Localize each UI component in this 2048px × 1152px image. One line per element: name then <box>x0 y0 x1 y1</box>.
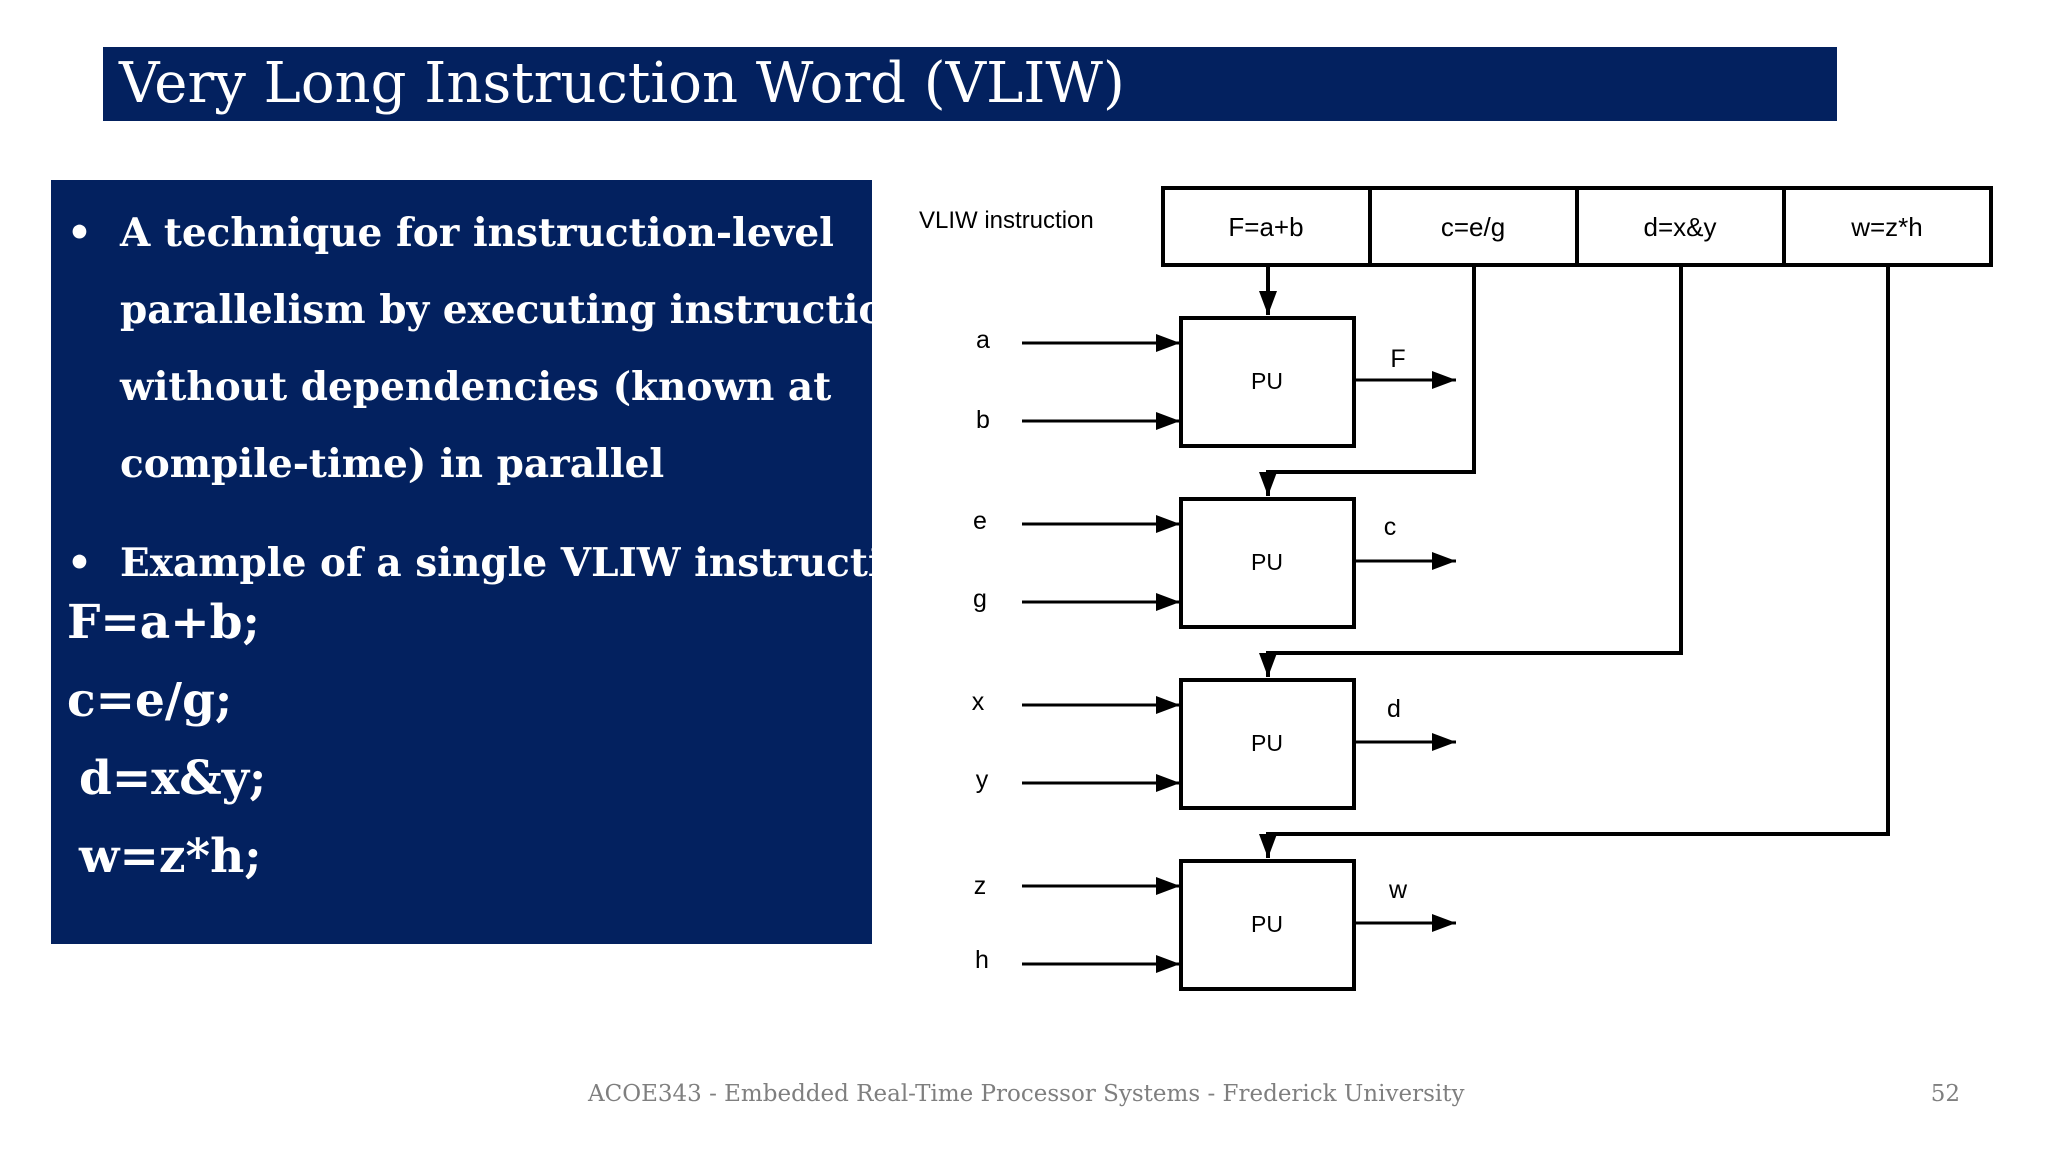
example-3: d=x&y; <box>79 751 267 806</box>
output-label: w <box>1388 876 1408 904</box>
connector-field-3 <box>1259 265 1683 677</box>
slide-title: Very Long Instruction Word (VLIW) <box>119 51 1125 116</box>
field-3: d=x&y <box>1644 212 1717 242</box>
pu-label: PU <box>1251 549 1283 575</box>
pu-box <box>1179 316 1356 448</box>
bullet-1-line-1: A technique for instruction-level <box>120 210 834 256</box>
page-number: 52 <box>1930 1081 1960 1107</box>
processing-unit-3: PU x y d <box>972 678 1456 810</box>
field-2: c=e/g <box>1441 212 1505 242</box>
instruction-fields: F=a+b c=e/g d=x&y w=z*h <box>1161 186 1993 267</box>
example-1: F=a+b; <box>67 595 260 650</box>
input-label: e <box>973 507 987 535</box>
pu-label: PU <box>1251 911 1283 937</box>
field-4: w=z*h <box>1850 212 1923 242</box>
input-label: z <box>974 872 987 900</box>
pu-label: PU <box>1251 368 1283 394</box>
title-bar: Very Long Instruction Word (VLIW) <box>103 47 1837 121</box>
pu-box <box>1179 678 1356 810</box>
bullet-marker: • <box>67 540 92 586</box>
footer-text: ACOE343 - Embedded Real-Time Processor S… <box>588 1081 1465 1107</box>
bullet-2-line-1: Example of a single VLIW instruction: <box>120 540 952 586</box>
output-label: F <box>1390 345 1405 373</box>
input-label: y <box>976 766 989 794</box>
input-label: b <box>976 406 990 434</box>
input-label: a <box>976 326 990 354</box>
pu-box <box>1179 859 1356 991</box>
field-1: F=a+b <box>1228 212 1303 242</box>
bullet-1-line-4: compile-time) in parallel <box>120 441 665 487</box>
pu-box <box>1179 497 1356 629</box>
output-label: d <box>1387 695 1401 723</box>
processing-unit-2: PU e g c <box>973 497 1456 629</box>
pu-label: PU <box>1251 730 1283 756</box>
input-label: g <box>973 585 987 613</box>
bullet-1-line-2: parallelism by executing instructions <box>120 287 935 333</box>
input-label: h <box>975 946 989 974</box>
output-label: c <box>1384 513 1397 541</box>
connector-field-4 <box>1259 265 1890 858</box>
processing-unit-4: PU z h w <box>974 859 1456 991</box>
example-4: w=z*h; <box>79 829 262 884</box>
example-2: c=e/g; <box>67 673 233 728</box>
field-connectors <box>1259 265 1890 858</box>
connector-field-2 <box>1259 265 1476 496</box>
content-box: • A technique for instruction-level para… <box>51 180 952 944</box>
bullet-1-line-3: without dependencies (known at <box>120 364 832 410</box>
input-label: x <box>972 688 985 716</box>
bullet-marker: • <box>67 210 92 256</box>
vliw-instruction-label: VLIW instruction <box>919 207 1094 234</box>
processing-unit-1: PU a b F <box>976 316 1456 448</box>
